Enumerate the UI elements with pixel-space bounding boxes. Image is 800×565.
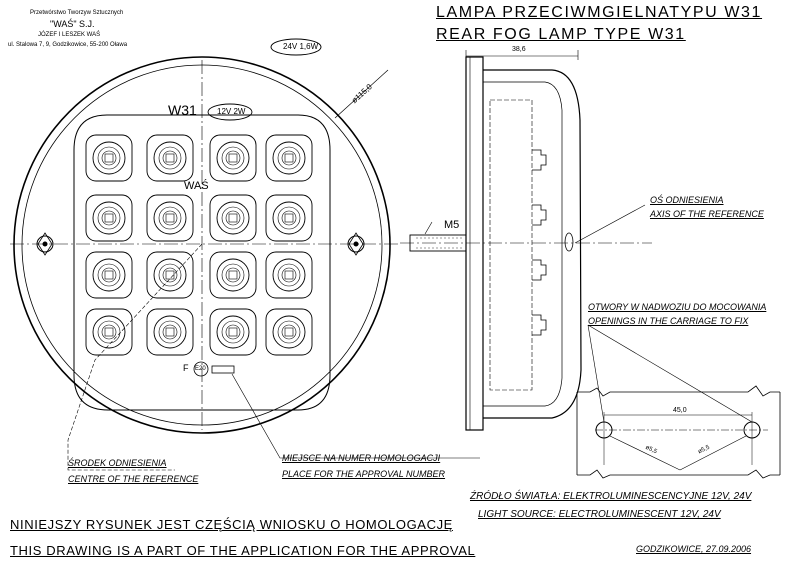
front-view <box>10 38 480 471</box>
approval-place-leader <box>231 373 480 459</box>
diameter-leader <box>334 69 389 119</box>
led-cell <box>209 308 257 356</box>
title-english: REAR FOG LAMP TYPE W31 <box>436 26 686 43</box>
footer-polish: NINIEJSZY RYSUNEK JEST CZĘŚCIĄ WNIOSKU O… <box>10 517 453 532</box>
led-cell <box>209 194 257 242</box>
left-mounting-hole <box>36 232 54 256</box>
model-label: W31 <box>168 102 197 118</box>
led-cell <box>265 134 313 182</box>
side-view <box>400 50 652 431</box>
label-24v: 24V 1,6W <box>283 42 319 51</box>
light-source-english: LIGHT SOURCE: ELECTROLUMINESCENT 12V, 24… <box>478 509 721 520</box>
openings-callout-polish: OTWORY W NADWOZIU DO MOCOWANIA <box>588 302 767 312</box>
light-source-polish: ŹRÓDŁO ŚWIATŁA: ELEKTROLUMINESCENCYJNE 1… <box>470 491 752 502</box>
led-cell <box>209 251 257 299</box>
led-cell <box>265 308 313 356</box>
footer-english: THIS DRAWING IS A PART OF THE APPLICATIO… <box>10 543 476 558</box>
label-24v-oval <box>270 38 322 56</box>
led-cell <box>265 251 313 299</box>
company-line-4: ul. Stalowa 7, 9, Godzikowice, 55-200 Oł… <box>8 42 128 48</box>
led-cell <box>265 194 313 242</box>
axis-callout-polish: OŚ ODNIESIENIA <box>650 195 724 205</box>
openings-callout-english: OPENINGS IN THE CARRIAGE TO FIX <box>588 316 749 326</box>
centre-reference-leader <box>67 243 203 471</box>
led-cell <box>146 134 194 182</box>
side-flange <box>465 56 484 431</box>
thread-label: M5 <box>444 219 460 231</box>
lens-panel <box>73 114 331 411</box>
led-cell <box>85 134 133 182</box>
label-12v: 12V 2W <box>217 107 246 116</box>
axis-hole <box>564 232 574 252</box>
footer-date: GODZIKOWICE, 27.09.2006 <box>636 544 752 554</box>
led-cell <box>209 134 257 182</box>
approval-mark-f: F <box>183 363 189 373</box>
lamp-outer-rim <box>13 56 391 434</box>
label-12v-oval <box>207 103 253 121</box>
led-grid <box>85 134 313 356</box>
led-cell <box>85 251 133 299</box>
spacing-label: 45,0 <box>673 407 687 414</box>
mounting-detail <box>576 324 781 479</box>
e-mark-circle <box>193 361 209 377</box>
place-callout-english: PLACE FOR THE APPROVAL NUMBER <box>282 469 446 479</box>
brand-mark: WAŚ <box>184 180 209 192</box>
approval-number-box <box>211 365 235 374</box>
axis-callout-english: AXIS OF THE REFERENCE <box>650 209 764 219</box>
place-callout-polish: MIEJSCE NA NUMER HOMOLOGACJI <box>282 453 441 463</box>
title-polish: LAMPA PRZECIWMGIELNATYPU W31 <box>436 4 763 21</box>
inner-board-outline <box>489 99 533 391</box>
led-cell <box>85 308 133 356</box>
company-line-1: Przetwórstwo Tworzyw Sztucznych <box>30 10 124 16</box>
centre-callout-polish: ŚRODEK ODNIESIENIA <box>68 458 167 468</box>
side-housing <box>483 69 582 419</box>
right-mounting-hole <box>347 232 365 256</box>
led-cell <box>146 251 194 299</box>
led-cell <box>146 194 194 242</box>
led-profile-bumps <box>532 149 547 336</box>
company-line-2: "WAŚ" S.J. <box>50 19 95 29</box>
depth-label: 38,6 <box>512 46 526 53</box>
e20-mark: E20 <box>195 366 206 372</box>
led-cell <box>85 194 133 242</box>
centre-callout-english: CENTRE OF THE REFERENCE <box>68 474 199 484</box>
company-line-3: JÓZEF I LESZEK WAŚ <box>38 32 101 38</box>
led-cell <box>146 308 194 356</box>
